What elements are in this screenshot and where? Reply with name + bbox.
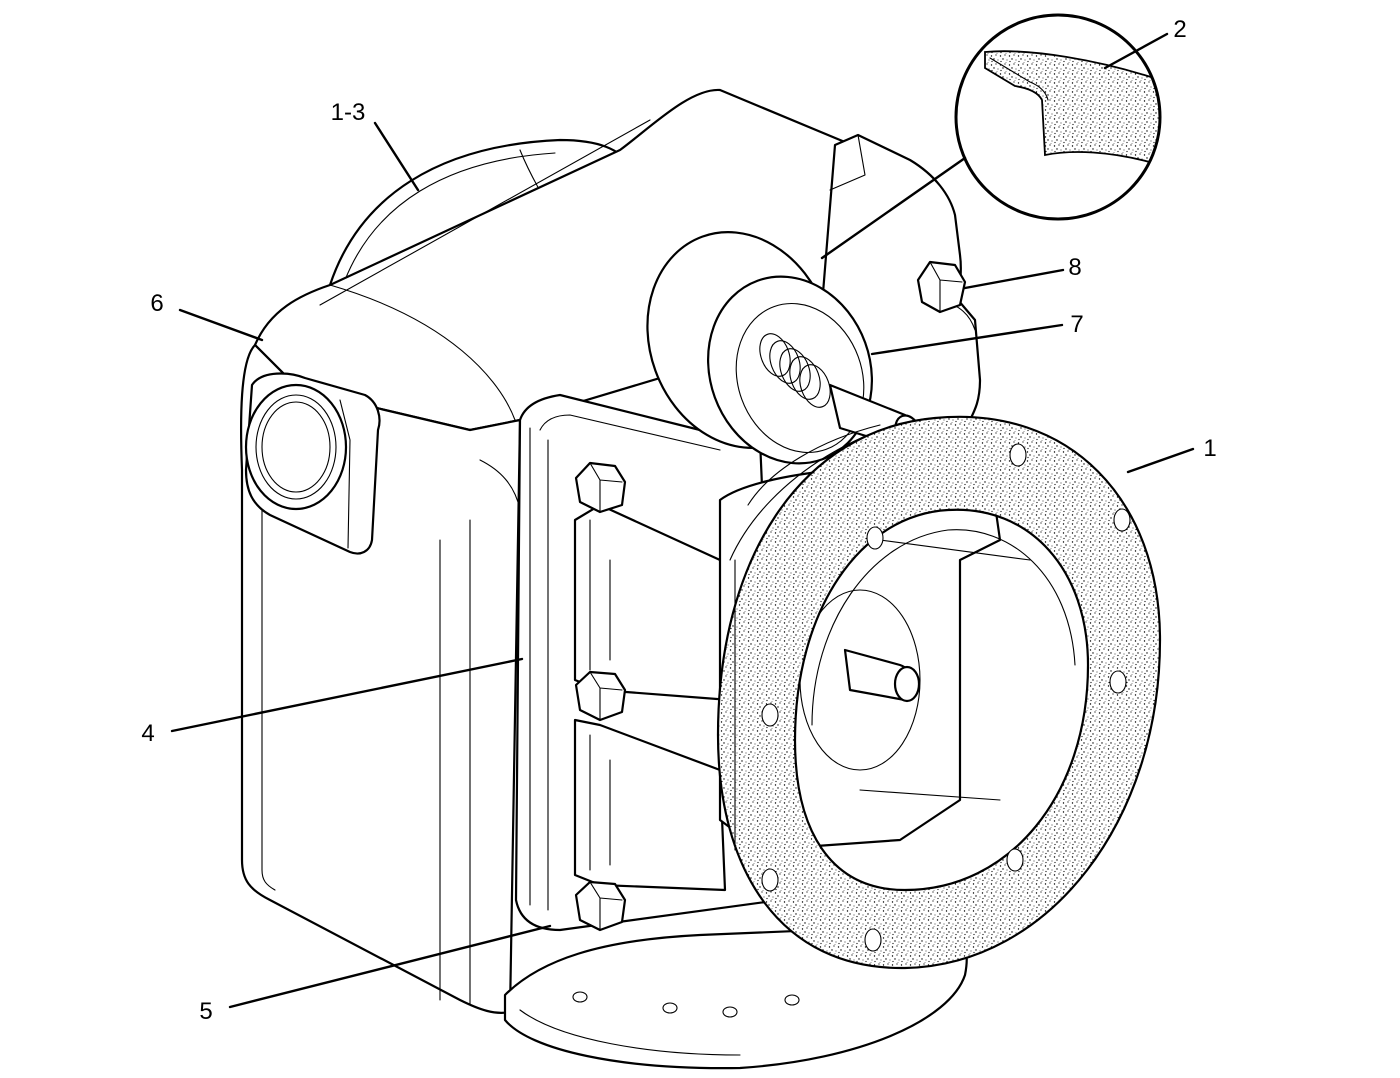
housing-body [239,88,957,1014]
leader-7 [870,323,1064,356]
hex-bolt-bottom [574,880,627,932]
leader-1-3 [373,121,420,192]
flange-bolt-hole [761,868,779,892]
callout-6: 6 [150,290,163,317]
hex-bolt-top [574,461,627,514]
callout-4: 4 [141,720,154,747]
leader-8 [963,268,1065,290]
callouts: 1 2 1-3 4 5 6 7 8 [141,16,1216,1025]
leader-detail [820,156,967,260]
callout-1: 1 [1203,435,1216,462]
flange-gasket [716,415,1162,970]
flange-bolt-hole [761,703,779,727]
flange-bolt-hole [1109,670,1127,694]
leader-lines [170,32,1195,1009]
leader-1 [1126,447,1195,474]
leader-6 [178,308,264,342]
hex-bolt-middle [574,670,627,722]
flange-bolt-hole [1009,443,1027,467]
leader-5 [228,924,552,1009]
valve-spring [759,333,831,408]
relief-valve [646,231,922,465]
flange-bolt-hole [1113,508,1131,532]
hex-bolt-top-right [916,260,967,314]
callout-8: 8 [1068,254,1081,281]
leader-2 [1103,32,1169,70]
detail-inset [954,13,1162,221]
callout-7: 7 [1070,311,1083,338]
leader-4 [170,657,524,733]
callout-1-3: 1-3 [331,99,366,126]
flange-bolt-hole [1006,848,1024,872]
callout-2: 2 [1173,16,1186,43]
flange-bolt-hole [864,928,882,952]
flange-bolt-hole [866,526,884,550]
callout-5: 5 [199,998,212,1025]
